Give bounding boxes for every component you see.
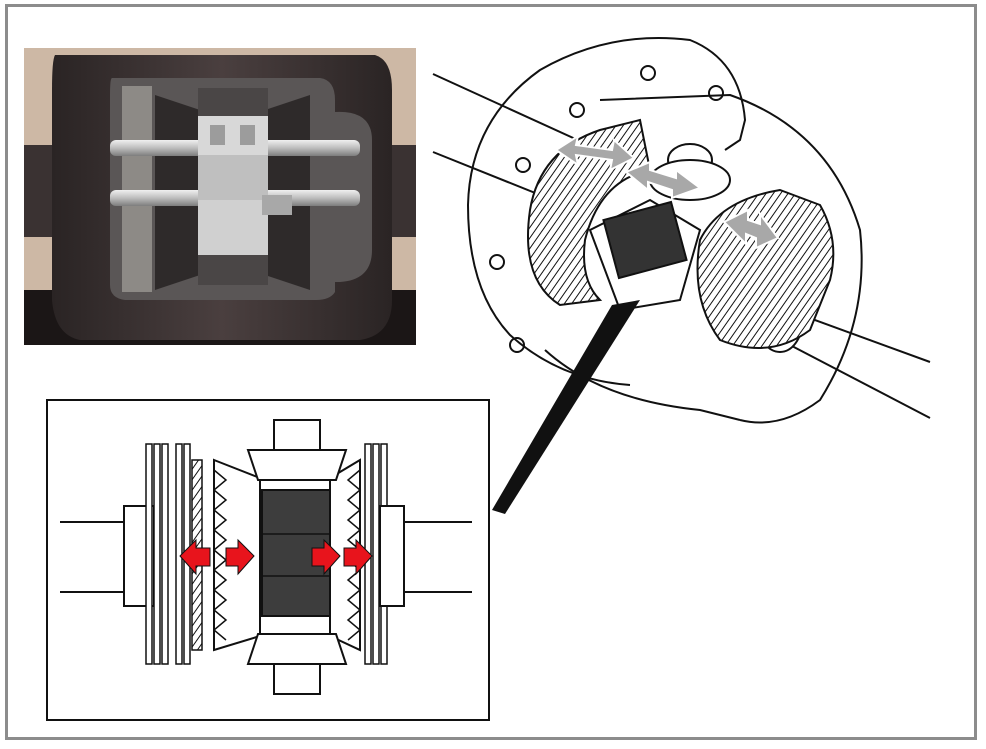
cross-section-inset bbox=[46, 399, 490, 721]
bolt-hole bbox=[640, 65, 656, 81]
lower-pinion-gear bbox=[246, 633, 348, 665]
upper-pinion-shaft bbox=[273, 419, 321, 451]
force-arrows-red bbox=[179, 538, 373, 576]
red-arrow-left-outer bbox=[179, 538, 211, 576]
housing-body bbox=[599, 93, 863, 424]
bolt-hole bbox=[489, 254, 505, 270]
bolt-hole bbox=[509, 337, 525, 353]
lower-pinion-shaft bbox=[273, 663, 321, 695]
ring-gear-teeth bbox=[122, 86, 152, 292]
grey-arrow-left bbox=[554, 133, 636, 172]
right-hub bbox=[379, 505, 405, 607]
red-arrow-right-outer bbox=[343, 538, 373, 576]
grey-arrow-right bbox=[722, 208, 780, 250]
bolt-hole bbox=[708, 85, 724, 101]
left-axle-upper-line bbox=[432, 73, 583, 143]
differential-photo bbox=[24, 48, 416, 345]
flange-outline bbox=[467, 37, 747, 206]
right-shaft-lower bbox=[789, 344, 931, 419]
right-clutch-pack bbox=[696, 188, 835, 349]
bolt-hole bbox=[515, 157, 531, 173]
grey-arrow-center bbox=[624, 160, 703, 200]
pinion-gear bbox=[602, 200, 688, 280]
bolt-hole bbox=[569, 102, 585, 118]
red-arrow-right-inner bbox=[311, 538, 341, 576]
callout-leader bbox=[492, 300, 640, 514]
red-arrow-left-inner bbox=[225, 538, 255, 576]
spring bbox=[262, 195, 292, 215]
force-arrows-grey bbox=[554, 133, 780, 250]
housing-cutaway-drawing bbox=[432, 37, 931, 424]
upper-pinion-gear bbox=[246, 449, 348, 481]
